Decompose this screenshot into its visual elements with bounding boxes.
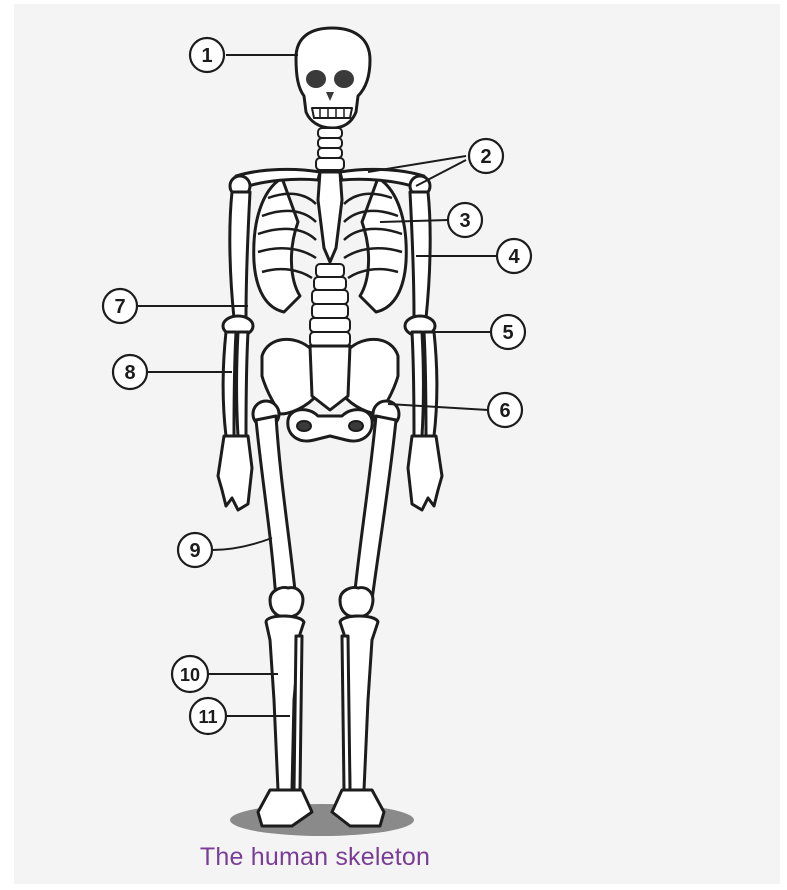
label-badge-9: 9 <box>178 533 212 567</box>
label-badge-5: 5 <box>491 315 525 349</box>
label-number: 8 <box>124 362 135 384</box>
label-number: 4 <box>508 246 520 268</box>
left-leg <box>253 401 312 826</box>
label-badge-7: 7 <box>103 289 137 323</box>
label-number: 10 <box>180 665 200 685</box>
label-badge-1: 1 <box>190 38 224 72</box>
right-leg <box>332 401 399 826</box>
label-badge-11: 11 <box>190 698 226 734</box>
label-number: 11 <box>198 707 217 727</box>
label-number: 9 <box>189 540 200 562</box>
label-number: 1 <box>201 45 212 67</box>
label-badge-6: 6 <box>488 393 522 427</box>
label-badge-2: 2 <box>469 139 503 173</box>
right-arm <box>405 192 442 510</box>
label-badge-3: 3 <box>448 203 482 237</box>
label-badge-4: 4 <box>497 239 531 273</box>
label-number: 3 <box>459 210 470 232</box>
diagram-caption: The human skeleton <box>0 843 630 872</box>
label-number: 2 <box>480 146 491 168</box>
skull <box>296 28 370 128</box>
label-number: 7 <box>114 296 125 318</box>
label-number: 6 <box>499 400 510 422</box>
label-badge-10: 10 <box>172 656 208 692</box>
label-badge-8: 8 <box>113 355 147 389</box>
label-number: 5 <box>502 322 513 344</box>
left-arm <box>218 192 253 510</box>
ground-shadow <box>230 804 414 836</box>
